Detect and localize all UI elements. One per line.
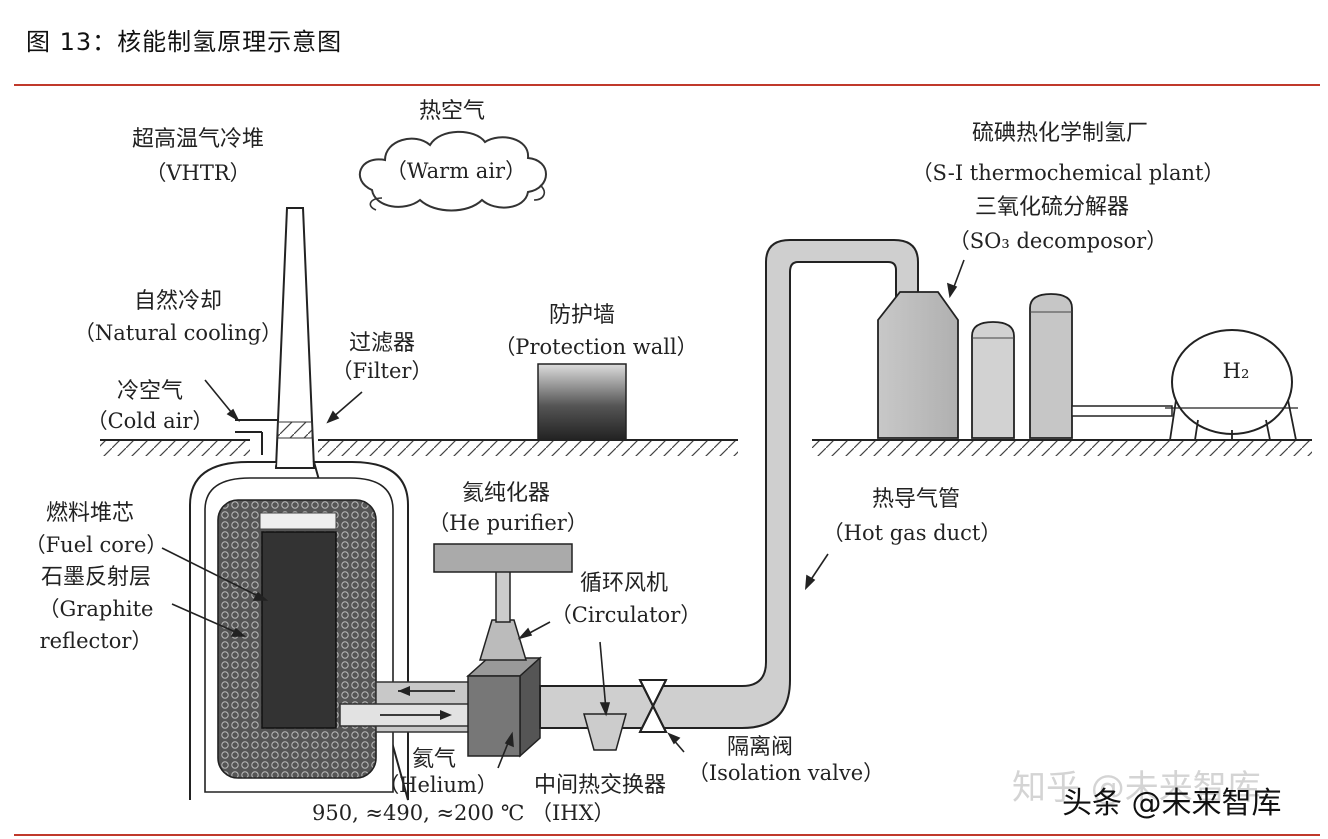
label-natural-cooling-cn: 自然冷却 <box>134 289 222 314</box>
label-protection-wall-cn: 防护墙 <box>549 303 615 328</box>
tank-2 <box>971 321 1015 439</box>
so3-decomposer <box>877 291 959 439</box>
label-filter-en: （Filter） <box>332 359 433 383</box>
label-isolation-valve-cn: 隔离阀 <box>727 735 793 760</box>
label-he-purifier-cn: 氦纯化器 <box>462 481 550 506</box>
label-ihx-cn: 中间热交换器 <box>534 773 666 798</box>
label-circulator-en: （Circulator） <box>551 603 701 627</box>
label-helium-cn: 氦气 <box>412 747 456 772</box>
label-cold-air-cn: 冷空气 <box>117 379 183 404</box>
label-hot-gas-duct-en: （Hot gas duct） <box>823 521 1002 545</box>
label-natural-cooling-en: （Natural cooling） <box>74 321 282 345</box>
warm-air-cloud-icon <box>359 130 547 212</box>
label-so3-en: （SO₃ decomposor） <box>949 229 1167 253</box>
top-rule <box>14 84 1320 86</box>
hot-gas-duct <box>539 239 919 729</box>
circulator <box>478 619 528 661</box>
filter-mesh <box>277 421 313 439</box>
leader-arrows <box>161 259 965 769</box>
label-graphite-en2: reflector） <box>40 629 153 653</box>
label-hot-gas-duct-cn: 热导气管 <box>872 487 960 512</box>
protection-wall <box>537 363 627 441</box>
label-fuel-core-en: （Fuel core） <box>25 533 168 557</box>
label-protection-wall-en: （Protection wall） <box>494 335 697 359</box>
tank-3 <box>1029 293 1073 439</box>
label-fuel-core-cn: 燃料堆芯 <box>46 501 134 526</box>
collector-cup <box>583 713 627 751</box>
label-circulator-cn: 循环风机 <box>580 571 668 596</box>
label-filter-cn: 过滤器 <box>349 331 415 356</box>
label-si-plant-cn: 硫碘热化学制氢厂 <box>972 121 1148 146</box>
he-purifier <box>433 543 573 573</box>
label-si-plant-en: （S-I thermochemical plant） <box>912 161 1225 185</box>
fuel-core <box>261 531 337 729</box>
chimney <box>274 207 316 469</box>
label-helium-en: （Helium） <box>378 773 498 797</box>
label-vhtr-cn: 超高温气冷堆 <box>132 127 264 152</box>
label-graphite-en1: （Graphite <box>39 597 154 621</box>
label-temps: 950, ≈490, ≈200 ℃ （IHX） <box>312 801 615 825</box>
label-h2: H₂ <box>1223 359 1250 383</box>
label-warm-air-en: （Warm air） <box>386 159 526 183</box>
label-cold-air-en: （Cold air） <box>87 409 214 433</box>
ground-right <box>812 439 1312 456</box>
label-so3-cn: 三氧化硫分解器 <box>975 195 1129 220</box>
figure-title: 图 13：核能制氢原理示意图 <box>26 28 343 56</box>
label-warm-air-cn: 热空气 <box>419 99 485 124</box>
watermark-faint: 知乎 @未来智库 <box>1012 768 1261 808</box>
watermark-dark: 头条 @未来智库 <box>1062 786 1282 821</box>
bottom-rule <box>14 834 1320 836</box>
ground-left <box>100 439 250 456</box>
ground-center <box>318 439 738 456</box>
label-vhtr-en: （VHTR） <box>145 161 250 185</box>
ihx-box <box>466 656 542 758</box>
label-graphite-cn: 石墨反射层 <box>41 565 151 590</box>
label-he-purifier-en: （He purifier） <box>428 511 588 535</box>
label-isolation-valve-en: （Isolation valve） <box>688 761 884 785</box>
